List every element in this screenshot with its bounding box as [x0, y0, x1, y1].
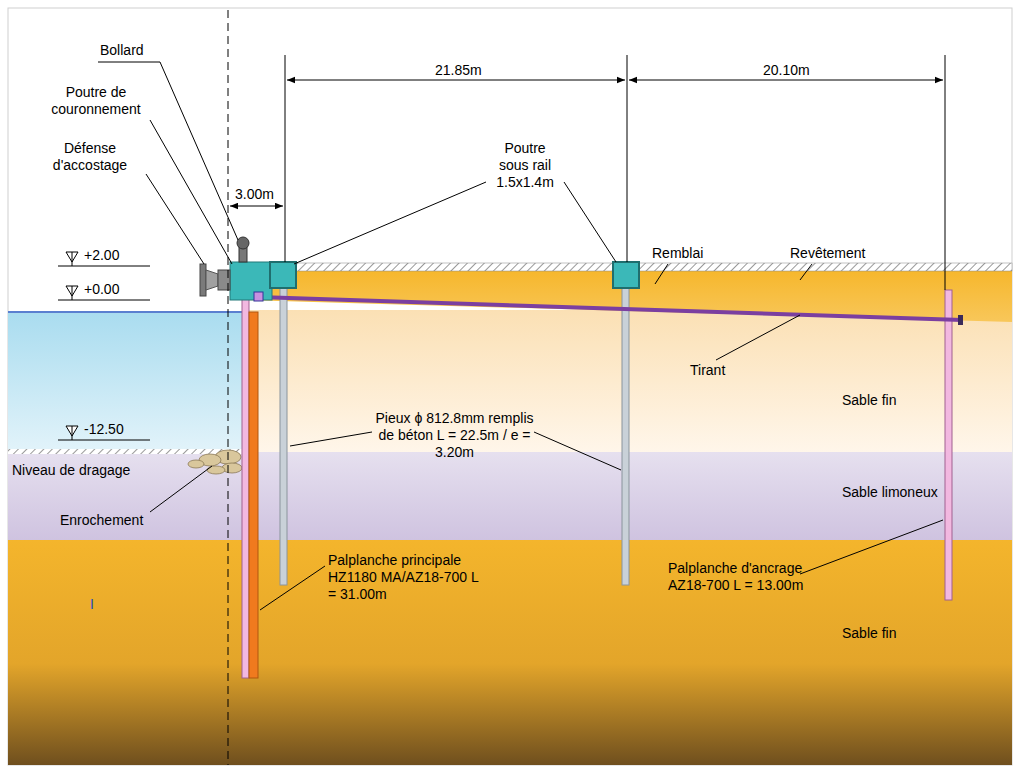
main-sheet-pile [242, 290, 249, 678]
tie-nut [958, 315, 963, 325]
callout-label: Pieux ϕ 812.8mm remplis de béton L = 22.… [372, 410, 537, 461]
axis-line [228, 10, 229, 765]
capping-beam [230, 262, 272, 300]
callout-label: Palplanche principale HZ1180 MA/AZ18-700… [328, 552, 488, 603]
layer-label: Remblai [652, 245, 703, 262]
callout-label: Tirant [690, 362, 725, 379]
callout-label: Palplanche d'ancrage AZ18-700 L = 13.00m [668, 560, 808, 594]
water [8, 312, 243, 452]
level-label: +0.00 [84, 281, 119, 298]
dimension-label: 20.10m [760, 62, 813, 79]
layer-label: Sable limoneux [842, 484, 938, 501]
dimension-label: 3.00m [232, 186, 277, 203]
dimension-label: 21.85m [432, 62, 485, 79]
pile [622, 288, 629, 585]
callout-label: Poutre de couronnement [40, 84, 152, 118]
callout-label: Enrochement [60, 512, 143, 529]
callout-label: Défense d'accostage [40, 140, 140, 174]
leader-lines [98, 62, 943, 610]
tie-connection [254, 292, 263, 301]
level-label: -12.50 [84, 421, 124, 438]
level-markers [58, 252, 150, 440]
dredge-line [8, 449, 243, 454]
anchor-wall [945, 290, 952, 600]
bollard [237, 237, 249, 262]
layer-label: Sable fin [842, 392, 896, 409]
pavement [290, 263, 1012, 271]
rock-armour [188, 450, 242, 474]
layer-label: Sable fin [842, 625, 896, 642]
frame [8, 8, 1012, 765]
fender [200, 264, 230, 296]
sand-layer [8, 540, 1012, 765]
crane-beam [270, 262, 296, 288]
crane-beam [613, 262, 639, 288]
dimension-lines [230, 55, 945, 290]
callout-label: Bollard [100, 42, 144, 59]
main-sheet-pile [249, 312, 258, 678]
level-label: +2.00 [84, 247, 119, 264]
cursor-mark: I [90, 596, 94, 613]
pile [280, 288, 287, 585]
water-surface [8, 311, 243, 313]
tie-rod [258, 297, 962, 320]
layer-label: Revêtement [790, 245, 865, 262]
callout-label: Poutre sous rail 1.5x1.4m [490, 140, 560, 191]
callout-label: Niveau de dragage [12, 462, 130, 479]
silt-layer [8, 452, 1012, 540]
